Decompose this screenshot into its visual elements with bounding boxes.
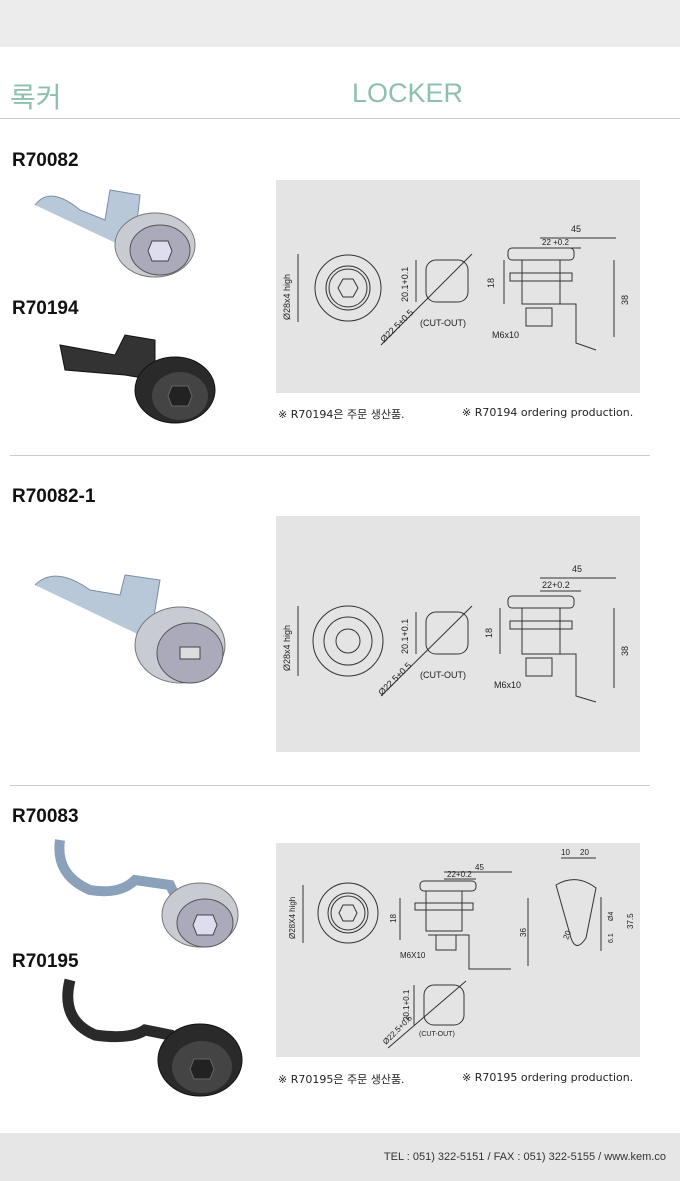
note-en: ※ R70194 ordering production.: [462, 406, 634, 419]
product-image-r70194: [59, 334, 216, 424]
note-kr: ※ R70194은 주문 생산품.: [278, 408, 405, 421]
svg-text:20.1+0.1: 20.1+0.1: [400, 619, 410, 654]
technical-drawing-r70083: Ø28X4 high 18 45 22+0.2 36 M6X10 20.1+0.…: [276, 843, 640, 1057]
note-en: ※ R70195 ordering production.: [462, 1071, 634, 1084]
product-image-r70082-1: [34, 574, 226, 684]
svg-text:20: 20: [580, 848, 589, 857]
svg-text:Ø22.5+0.5: Ø22.5+0.5: [376, 660, 413, 697]
technical-drawing-r70082-1: Ø28x4 high 20.1+0.1 Ø22.5+0.5 (CUT-OUT) …: [276, 516, 640, 752]
note-kr: ※ R70195은 주문 생산품.: [278, 1073, 405, 1086]
svg-text:45: 45: [475, 863, 484, 872]
page-title-kr: 록커: [10, 81, 62, 114]
page-title-en: LOCKER: [352, 78, 464, 108]
svg-text:20.1+0.1: 20.1+0.1: [400, 267, 410, 302]
svg-text:22+0.2: 22+0.2: [542, 580, 570, 590]
header-divider: [0, 118, 680, 119]
svg-text:20: 20: [561, 929, 573, 941]
svg-text:Ø28x4 high: Ø28x4 high: [282, 274, 292, 320]
svg-text:M6X10: M6X10: [400, 951, 426, 960]
product-code: R70195: [12, 951, 79, 972]
svg-text:45: 45: [571, 224, 581, 234]
svg-text:(CUT-OUT): (CUT-OUT): [420, 670, 466, 680]
svg-text:18: 18: [486, 278, 496, 288]
product-image-r70083: [54, 839, 239, 948]
svg-text:37.5: 37.5: [626, 913, 635, 929]
section-divider: [10, 455, 650, 456]
svg-text:Ø22.5+0.5: Ø22.5+0.5: [378, 307, 415, 344]
product-code: R70194: [12, 298, 79, 319]
svg-text:M6x10: M6x10: [494, 680, 521, 690]
product-code: R70082-1: [12, 486, 96, 507]
svg-text:22+0.2: 22+0.2: [447, 870, 472, 879]
svg-text:10: 10: [561, 848, 570, 857]
technical-drawing-r70082: Ø28x4 high 20.1+0.1 Ø22.5+0.5 (CUT-OUT) …: [276, 180, 640, 393]
svg-text:45: 45: [572, 564, 582, 574]
footer: TEL : 051) 322-5151 / FAX : 051) 322-515…: [0, 1133, 680, 1181]
product-image-r70082: [34, 189, 196, 278]
svg-text:20.1+0.1: 20.1+0.1: [402, 989, 411, 1021]
svg-text:22 +0.2: 22 +0.2: [542, 238, 569, 247]
svg-text:M6x10: M6x10: [492, 330, 519, 340]
svg-text:38: 38: [620, 295, 630, 305]
svg-text:18: 18: [389, 914, 398, 923]
svg-text:36: 36: [519, 928, 528, 937]
product-code: R70082: [12, 150, 79, 171]
svg-text:18: 18: [484, 628, 494, 638]
svg-text:38: 38: [620, 646, 630, 656]
product-image-r70195: [62, 978, 243, 1097]
footer-contact: TEL : 051) 322-5151 / FAX : 051) 322-515…: [383, 1151, 666, 1163]
svg-text:Ø4: Ø4: [608, 912, 615, 921]
svg-text:Ø28X4 high: Ø28X4 high: [288, 897, 297, 939]
section-divider: [10, 785, 650, 786]
svg-text:Ø28x4 high: Ø28x4 high: [282, 625, 292, 671]
svg-text:(CUT-OUT): (CUT-OUT): [420, 318, 466, 328]
svg-text:6.1: 6.1: [608, 933, 615, 943]
product-code: R70083: [12, 806, 79, 827]
svg-text:(CUT-OUT): (CUT-OUT): [419, 1031, 455, 1038]
top-band: [0, 0, 680, 47]
